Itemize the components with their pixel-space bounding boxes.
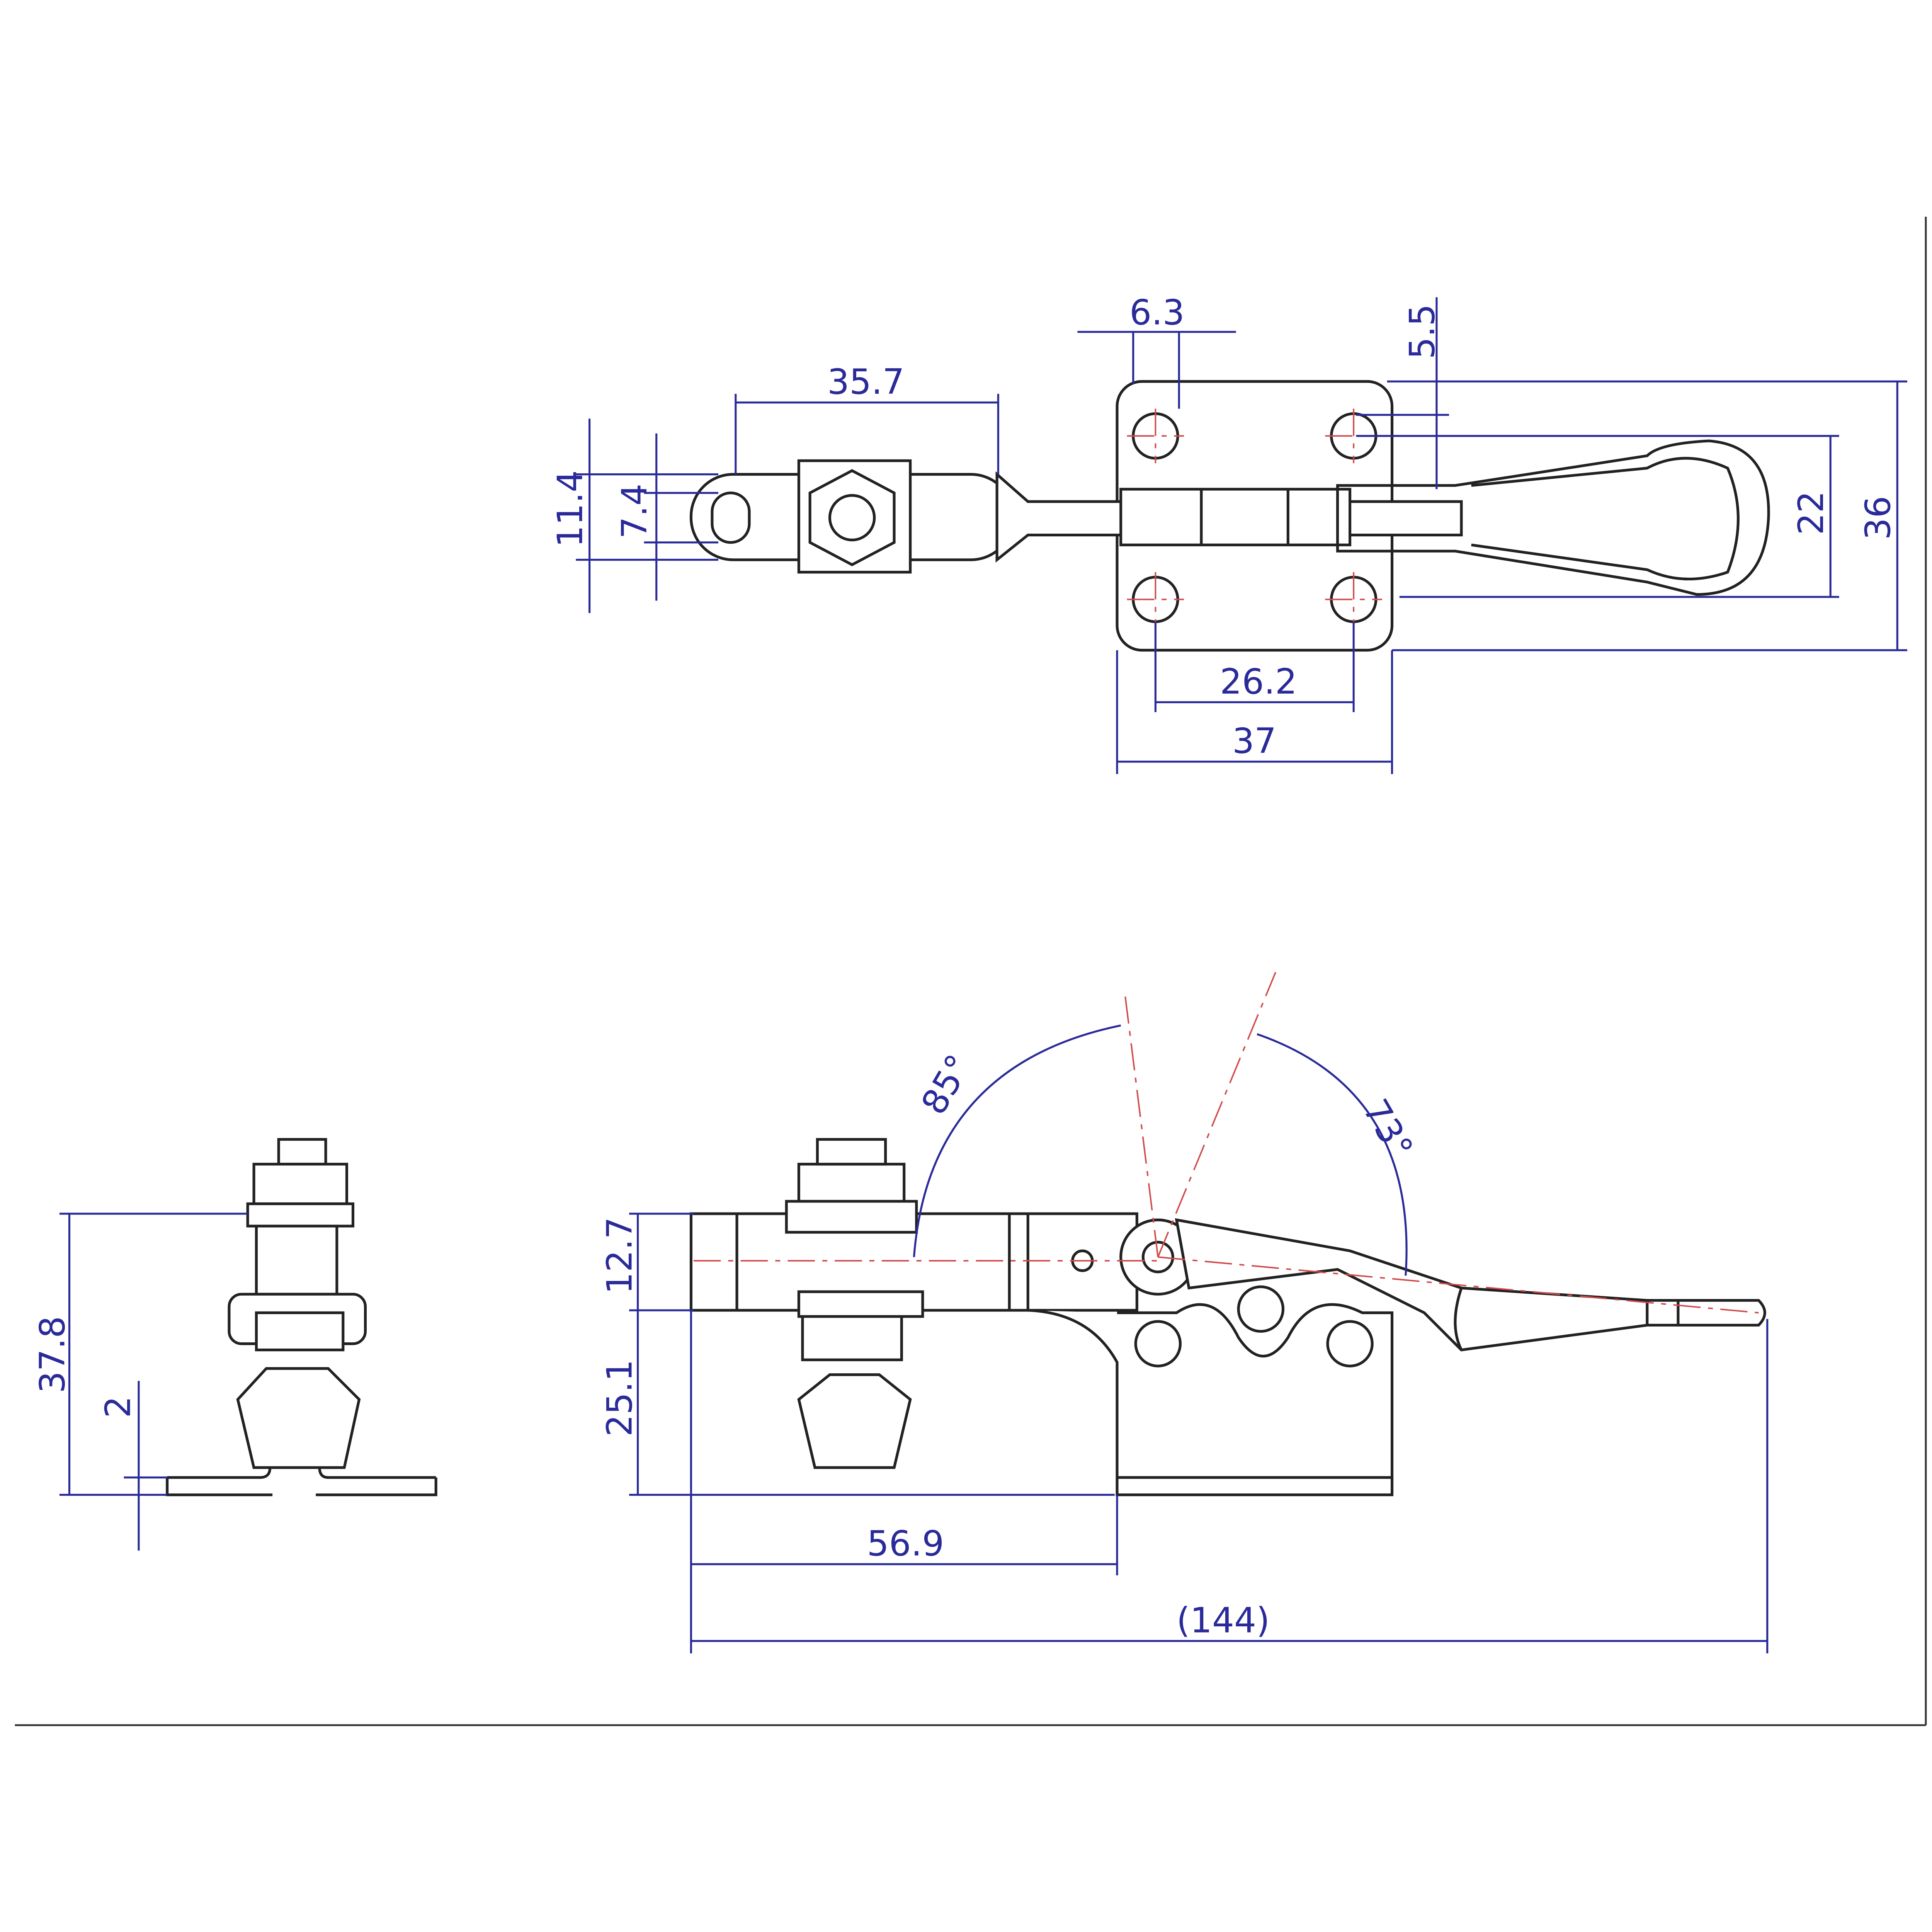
top-view	[689, 380, 1770, 652]
dim-total-height: 37.8	[33, 1316, 73, 1393]
dim-slot-outer: 11.4	[550, 470, 590, 548]
dim-plate-height: 36	[1858, 496, 1898, 540]
dim-overall-length: (144)	[1177, 1600, 1270, 1641]
dim-base-thickness: 2	[99, 1396, 139, 1418]
dim-slot-length: 35.7	[827, 362, 905, 402]
dim-plate-width: 37	[1232, 721, 1276, 762]
side-view: 85° 73° 12.7 25.1 56.9 (144)	[600, 972, 1769, 1653]
dim-base-height: 25.1	[600, 1359, 640, 1437]
dim-hole-spacing-v: 22	[1791, 491, 1832, 535]
dim-bar-height: 12.7	[600, 1217, 640, 1294]
dim-slot-inner: 7.4	[615, 484, 655, 539]
drawing-frame	[15, 216, 1927, 1726]
dim-handle-angle: 73°	[1355, 1093, 1421, 1166]
dim-spindle-distance: 56.9	[867, 1524, 944, 1564]
dim-edge-offset: 5.5	[1403, 304, 1443, 359]
dim-open-angle: 85°	[914, 1048, 980, 1121]
dim-hole-spacing-h: 26.2	[1220, 662, 1297, 702]
end-view: 37.8 2	[33, 1138, 437, 1551]
dim-hole-dia: 6.3	[1129, 293, 1185, 333]
top-view-dimensions: 6.3 5.5 35.7 11.4 7.4 22 36 26.2 37	[550, 293, 1907, 774]
